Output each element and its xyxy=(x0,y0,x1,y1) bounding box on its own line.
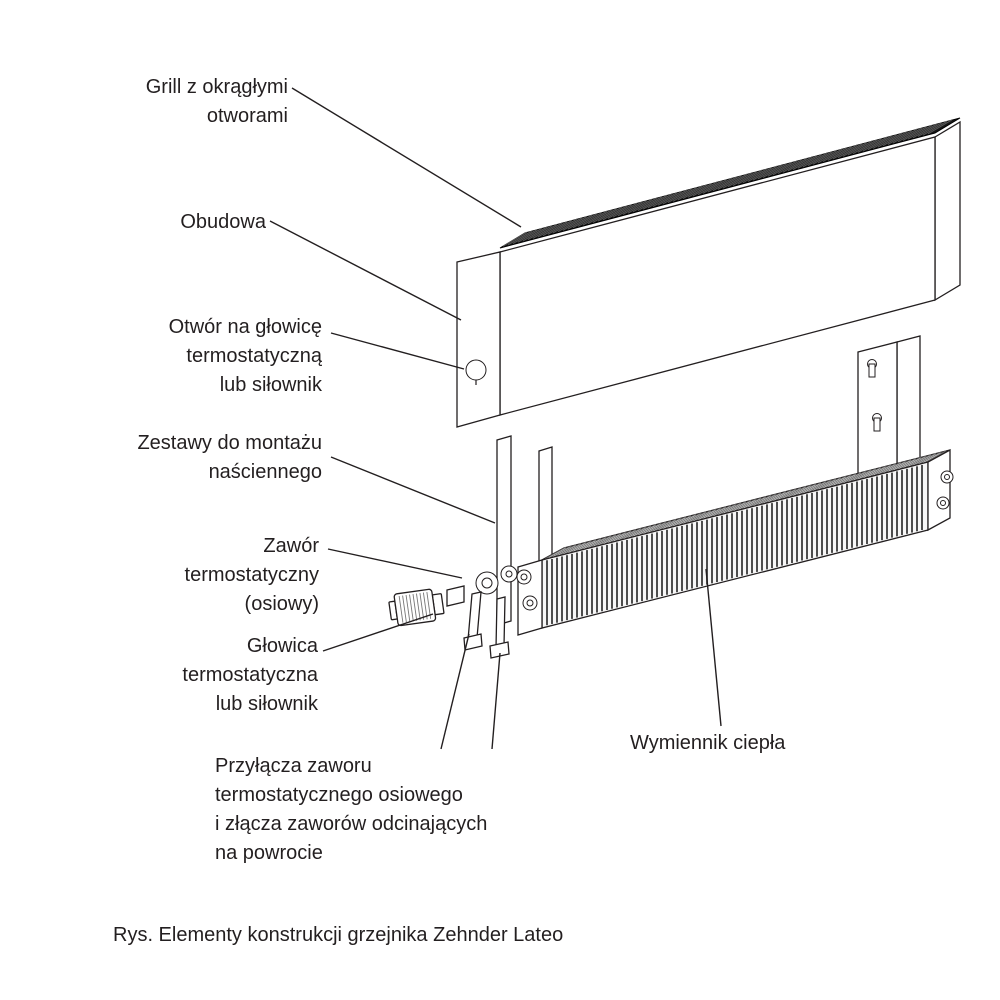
leader-line-head-opening xyxy=(330,332,465,370)
label-grill: Grill z okrągłymi otworami xyxy=(145,76,288,127)
thermostat-head-opening-hole xyxy=(465,359,487,385)
label-head-opening: Otwór na głowicę termostatyczną lub siło… xyxy=(168,316,322,396)
radiator-casing xyxy=(456,120,961,428)
leader-lines xyxy=(269,87,722,750)
perforated-grill xyxy=(499,117,961,249)
heat-exchanger xyxy=(516,448,954,636)
exchanger-fins xyxy=(546,465,923,626)
label-valve: Zawór termostatyczny (osiowy) xyxy=(184,535,319,615)
exchanger-header-ports xyxy=(516,569,538,611)
label-casing: Obudowa xyxy=(180,211,266,233)
leader-line-valve xyxy=(327,548,463,579)
label-connections: Przyłącza zaworu termostatycznego osiowe… xyxy=(215,755,488,864)
exchanger-pipe-stubs-right xyxy=(936,470,954,510)
exchanger-top-hatch xyxy=(544,450,947,560)
label-head: Głowica termostatyczna lub siłownik xyxy=(182,635,318,715)
leader-line-head xyxy=(322,613,434,652)
thermostatic-head xyxy=(388,588,445,627)
wall-mount-bracket-right xyxy=(857,335,921,488)
label-heat-exchanger: Wymiennik ciepła xyxy=(630,732,786,754)
leader-line-connection-1 xyxy=(440,633,470,750)
grill-perforation-texture xyxy=(502,119,953,247)
label-wall-mount: Zestawy do montażu naściennego xyxy=(137,432,322,483)
leader-line-casing xyxy=(269,220,462,321)
leader-line-connection-2 xyxy=(491,652,501,750)
leader-line-exchanger xyxy=(705,568,722,727)
leader-line-grill xyxy=(291,87,522,228)
figure-caption: Rys. Elementy konstrukcji grzejnika Zehn… xyxy=(113,924,564,946)
leader-line-wall-mount xyxy=(330,456,496,524)
head-ribs xyxy=(398,592,432,623)
